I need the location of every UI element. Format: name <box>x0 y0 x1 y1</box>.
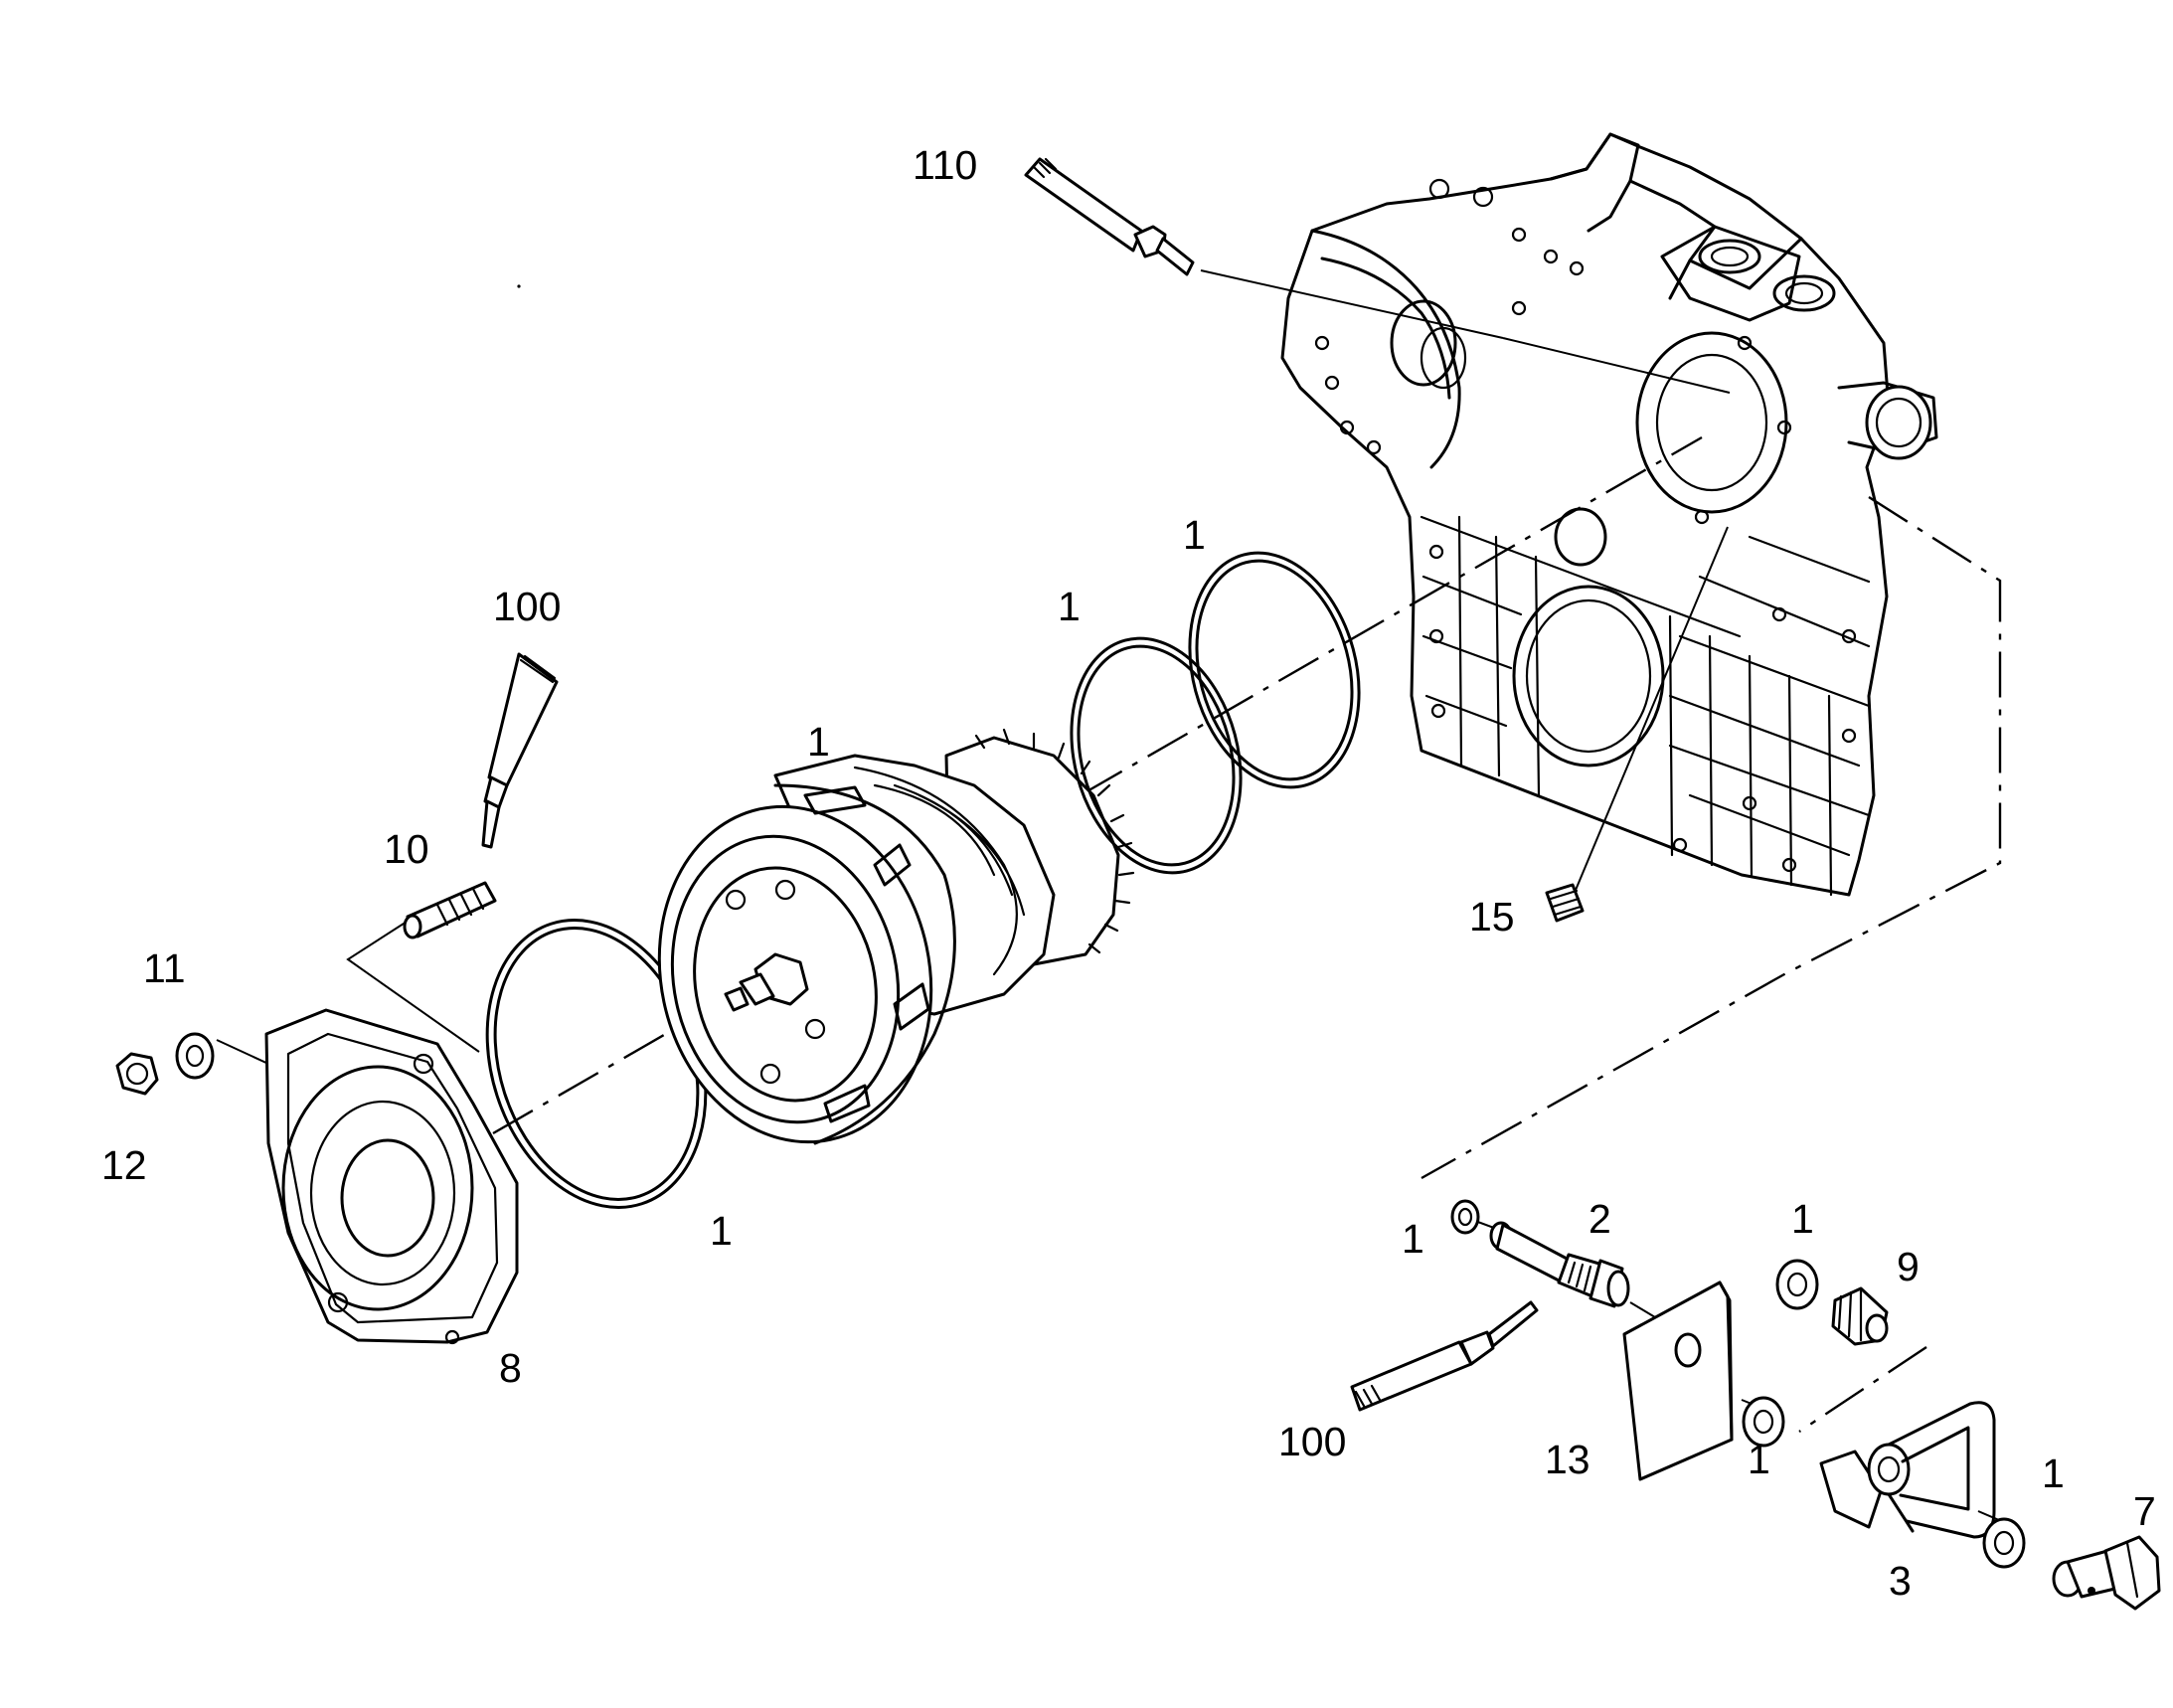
callout-10: 10 <box>384 826 429 872</box>
callout-100-upper: 100 <box>493 584 562 629</box>
sealing-washer-mid <box>1742 1396 1785 1448</box>
sealing-washer-left <box>1450 1199 1480 1235</box>
callout-9: 9 <box>1897 1244 1920 1289</box>
callout-11: 11 <box>143 945 186 991</box>
clutch-gear-assembly <box>657 728 1135 1145</box>
callout-1-sw-right: 1 <box>2042 1451 2065 1496</box>
cover-plate-8 <box>264 1008 519 1345</box>
threaded-plug-15 <box>1545 883 1585 923</box>
callout-1-gear: 1 <box>807 719 830 765</box>
washer-11 <box>175 1032 215 1080</box>
callout-2: 2 <box>1588 1196 1611 1242</box>
callout-7: 7 <box>2133 1488 2156 1534</box>
pressure-sensor-2 <box>1489 1221 1630 1308</box>
adapter-fitting-9 <box>1831 1286 1889 1346</box>
sealant-tube-110 <box>1024 157 1195 276</box>
o-ring-right <box>1188 551 1361 789</box>
sealant-tube-100-upper <box>481 652 559 849</box>
sealant-tube-100-lower <box>1350 1300 1539 1412</box>
callout-1-ring-mid: 1 <box>1058 584 1081 629</box>
bracket-13 <box>1622 1281 1734 1481</box>
callout-1-sw-left: 1 <box>1402 1216 1424 1262</box>
callout-1-sw-mid: 1 <box>1748 1437 1770 1482</box>
o-ring-mid <box>1070 636 1243 875</box>
callout-13: 13 <box>1545 1437 1590 1482</box>
callout-1-ring-left: 1 <box>710 1208 733 1254</box>
callout-3: 3 <box>1889 1558 1912 1604</box>
hex-nut-12 <box>115 1052 159 1096</box>
sealing-washer-right <box>1982 1517 2026 1569</box>
banjo-bolt-7 <box>2052 1535 2161 1611</box>
leader-lines <box>216 269 2014 1527</box>
gearbox-housing <box>1280 132 1938 897</box>
callout-1-ring-right: 1 <box>1183 512 1206 558</box>
callout-15: 15 <box>1469 894 1515 939</box>
callout-1-sw-top: 1 <box>1791 1196 1814 1242</box>
callout-12: 12 <box>101 1142 147 1188</box>
sealing-washer-top <box>1775 1259 1819 1310</box>
callout-100-lower: 100 <box>1278 1419 1347 1464</box>
stud-10 <box>403 881 497 939</box>
callout-110: 110 <box>913 142 978 188</box>
banjo-pipe-3 <box>1819 1401 1996 1539</box>
callout-8: 8 <box>499 1345 522 1391</box>
